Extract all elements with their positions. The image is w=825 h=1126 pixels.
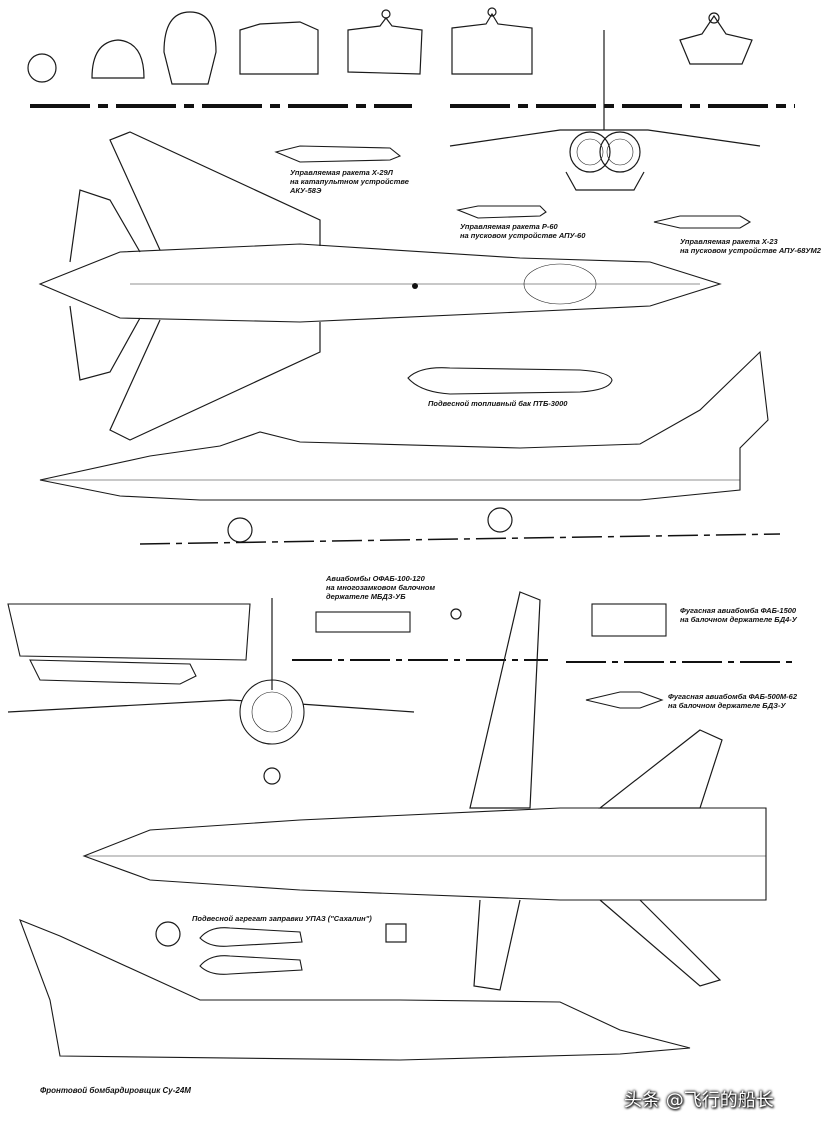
drawing-caption: Фронтовой бомбардировщик Су-24М xyxy=(40,1086,191,1095)
side-view-lower-left xyxy=(7,598,415,785)
fuselage-cross-sections xyxy=(27,7,753,85)
stores-upper xyxy=(274,145,752,395)
label-upaz: Подвесной агрегат заправки УПАЗ ("Сахали… xyxy=(192,914,372,923)
label-r60: Управляемая ракета Р-60 на пусковом устр… xyxy=(460,222,586,240)
label-ptb3000: Подвесной топливный бак ПТБ-3000 xyxy=(428,399,568,408)
label-fab1500: Фугасная авиабомба ФАБ-1500 на балочном … xyxy=(680,606,797,624)
side-view-lower xyxy=(19,919,691,1061)
side-view-top xyxy=(39,350,781,545)
label-x23: Управляемая ракета Х-23 на пусковом устр… xyxy=(680,237,821,255)
stores-middle xyxy=(315,603,667,709)
label-x29l: Управляемая ракета Х-29Л на катапультном… xyxy=(290,168,409,195)
label-fab500: Фугасная авиабомба ФАБ-500М-62 на балочн… xyxy=(668,692,797,710)
label-ofab: Авиабомбы ОФАБ-100-120 на многозамковом … xyxy=(326,574,436,601)
plan-view-top xyxy=(38,131,722,441)
watermark: 头条 @飞行的船长 xyxy=(624,1090,774,1111)
front-view-top xyxy=(449,30,761,191)
plan-view-lower xyxy=(82,591,767,991)
